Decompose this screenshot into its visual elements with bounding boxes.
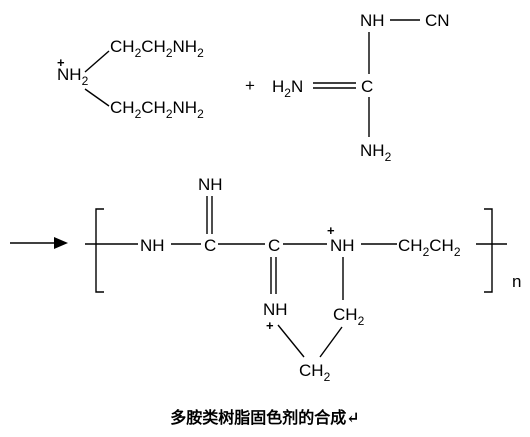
left-bracket — [95, 208, 104, 293]
carbon-right: C — [268, 236, 280, 255]
charge-plus-top: + — [327, 223, 335, 238]
nh2-center-group: NH2 — [57, 65, 89, 88]
ethylene-chain: CH2CH2 — [398, 236, 461, 259]
product-polymer: NH C NH C + NH CH2CH2 n NH + CH2 CH2 — [85, 175, 521, 384]
arrow-head — [54, 237, 68, 249]
ring-ch2-bottom: CH2 — [299, 361, 331, 384]
right-bracket — [484, 208, 493, 293]
bond-ring-bottom-left — [277, 324, 305, 358]
repeat-index: n — [512, 272, 521, 291]
nh-ring-bottom: NH — [263, 300, 288, 319]
nh-top-group: NH — [360, 11, 385, 30]
bond-ring-bottom-right — [319, 326, 343, 358]
reactant-1: + NH2 CH2CH2NH2 CH2CH2NH2 — [57, 37, 204, 121]
ring-ch2-right: CH2 — [333, 305, 365, 328]
cyano-group: CN — [425, 11, 450, 30]
reactant-2: NH CN H2N C NH2 — [272, 11, 450, 164]
upper-arm-ethylamine: CH2CH2NH2 — [110, 37, 204, 60]
charge-plus: + — [57, 55, 65, 70]
plus-sign: + — [245, 76, 255, 95]
imine-top: NH — [198, 175, 223, 194]
reaction-arrow — [10, 237, 68, 249]
bond-upper-arm — [84, 50, 110, 73]
figure-caption: 多胺类树脂固色剂的合成↵ — [170, 408, 360, 427]
lower-arm-ethylamine: CH2CH2NH2 — [110, 98, 204, 121]
central-carbon: C — [361, 77, 373, 96]
imine-group: H2N — [272, 77, 303, 100]
nh-charged: NH — [330, 236, 355, 255]
nh-left: NH — [140, 236, 165, 255]
amine-group: NH2 — [360, 141, 392, 164]
bond-lower-arm — [84, 88, 110, 107]
carbon-left: C — [204, 236, 216, 255]
charge-plus-bottom: + — [266, 318, 274, 333]
